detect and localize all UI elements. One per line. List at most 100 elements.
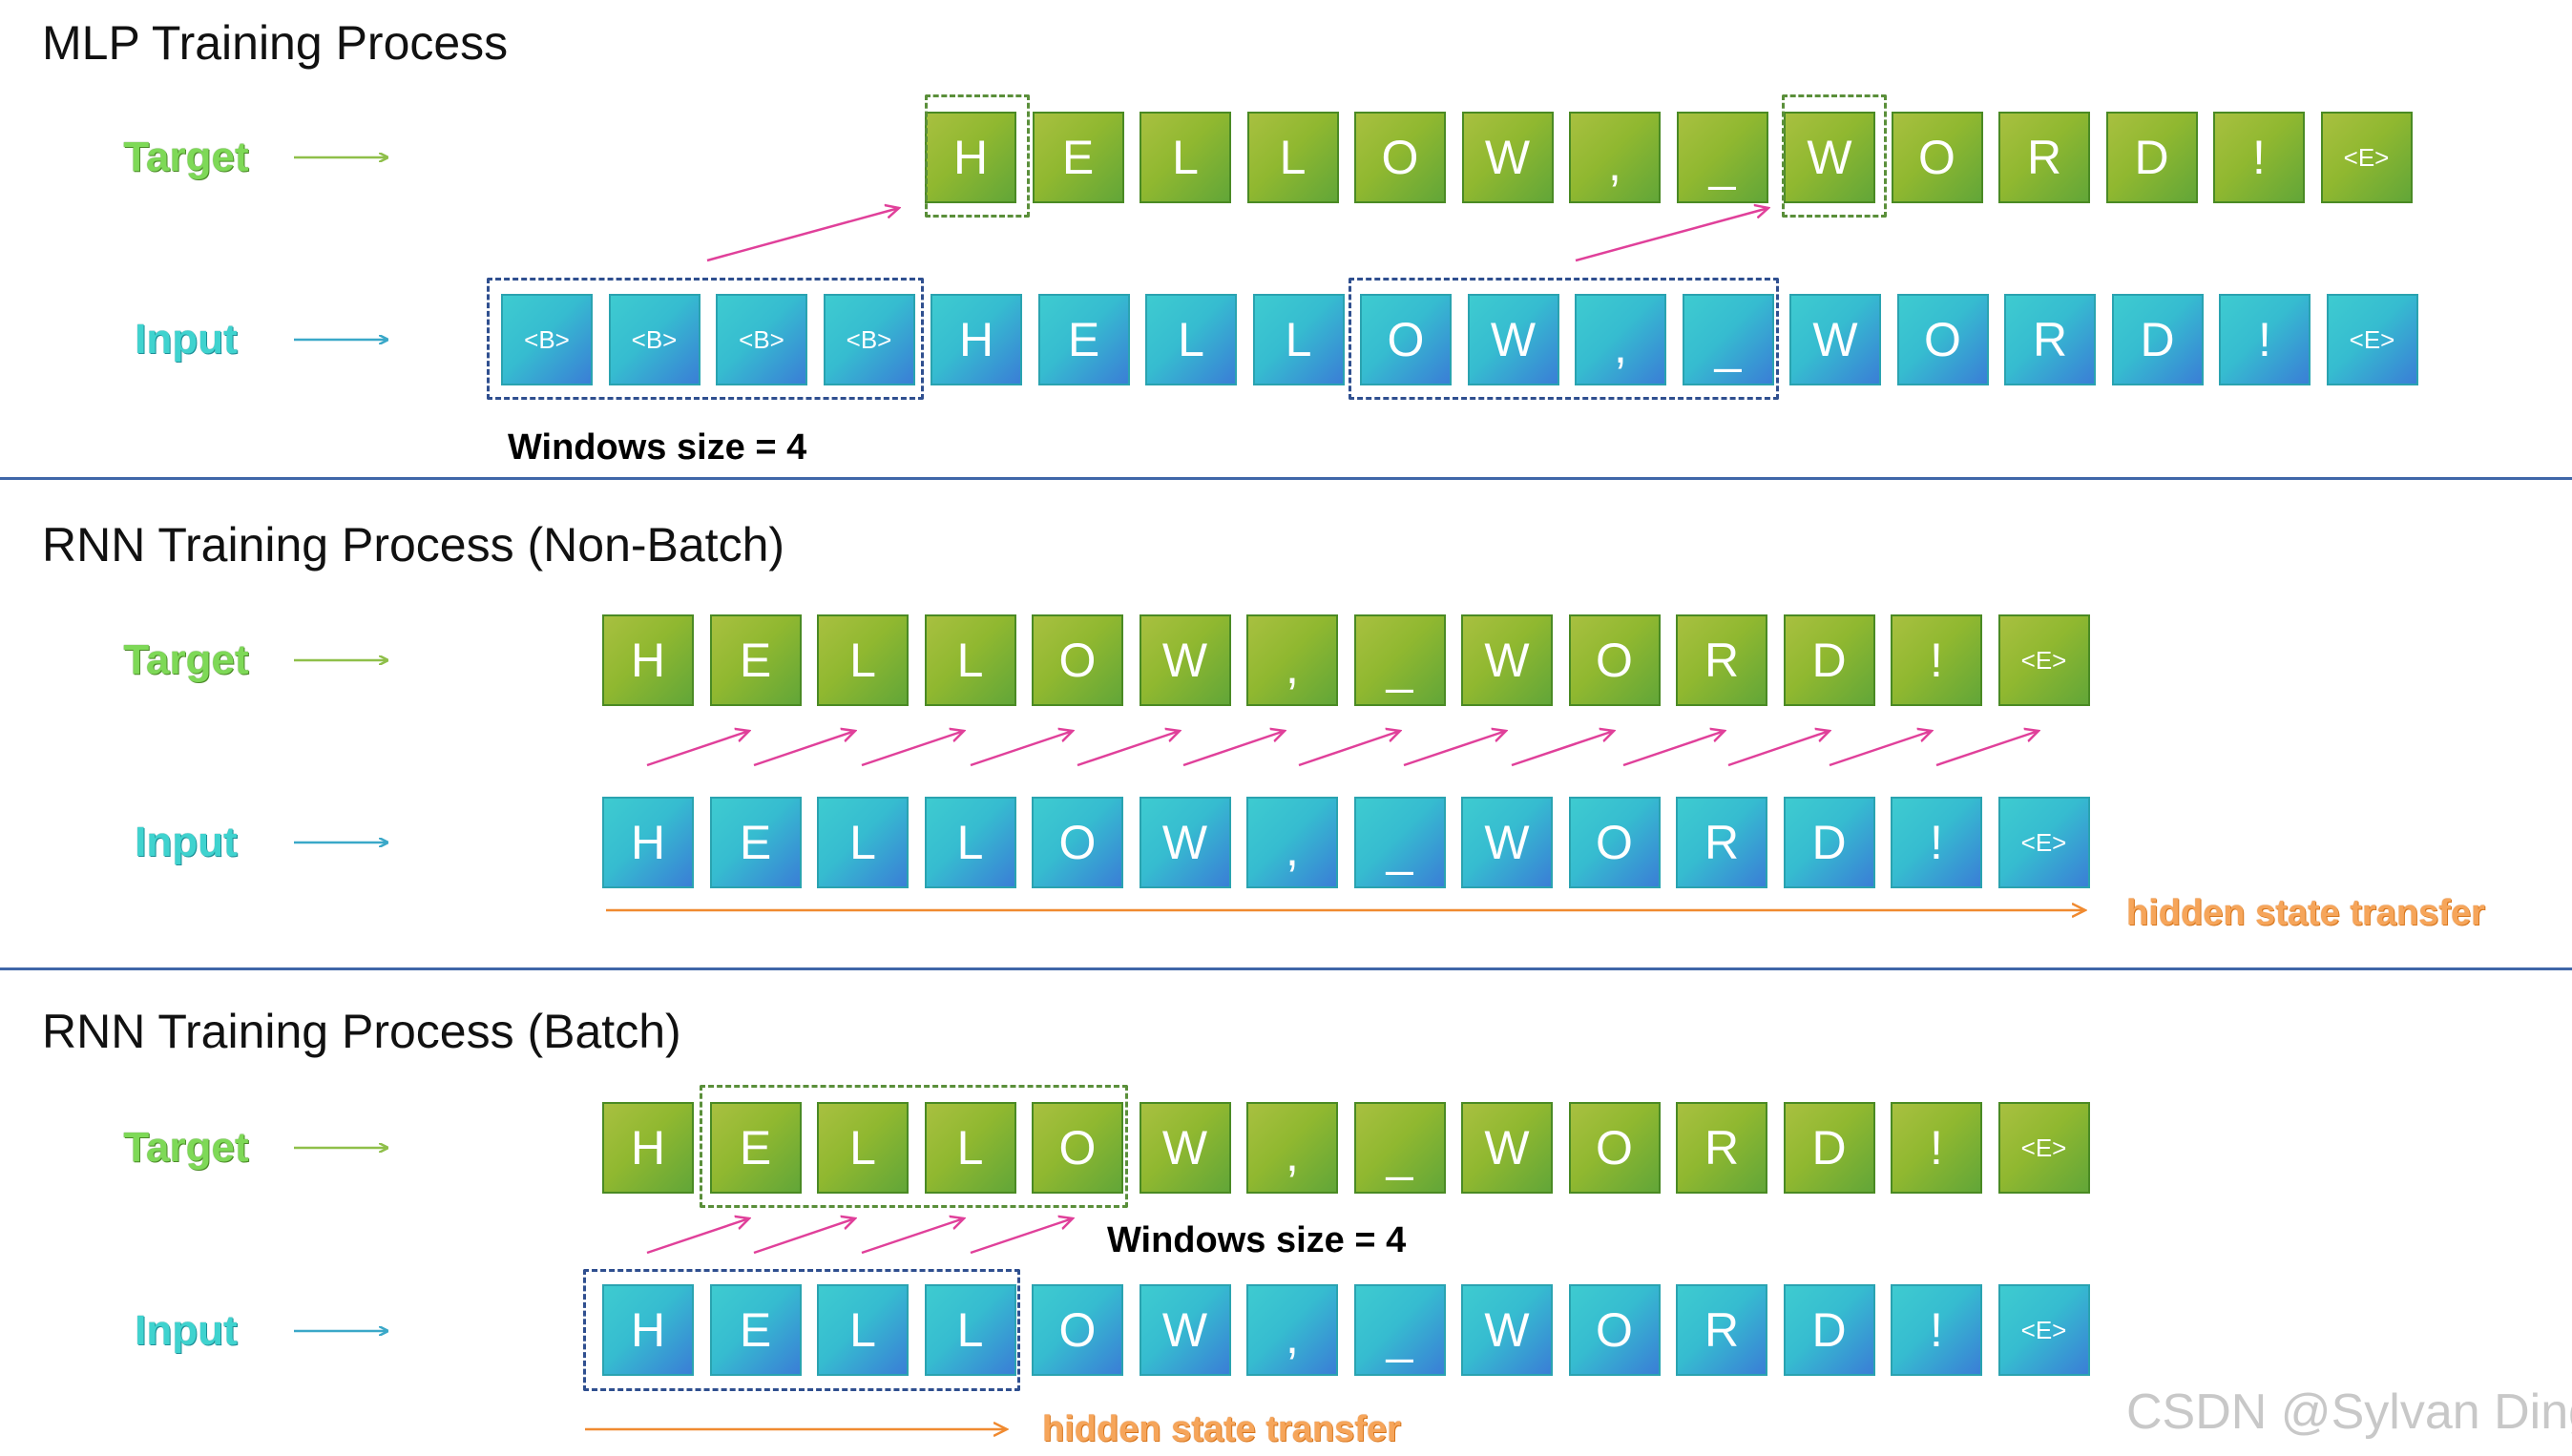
token-box: ,: [1246, 797, 1338, 888]
token-box: !: [2219, 294, 2311, 385]
token-box: R: [1998, 112, 2090, 203]
token-box: <B>: [608, 294, 701, 385]
token-box: L: [924, 1284, 1016, 1376]
token-box: ,: [1246, 1102, 1338, 1194]
token-box: W: [1139, 614, 1231, 706]
token-box: E: [709, 1102, 802, 1194]
rnn-nb-input-label: Input: [135, 819, 238, 865]
token-box: <E>: [1997, 1102, 2090, 1194]
token-box: W: [1461, 614, 1553, 706]
section-title-rnn-non-batch: RNN Training Process (Non-Batch): [42, 518, 785, 572]
token-box: ,: [1569, 112, 1661, 203]
mlp-target-frame-2: [1782, 94, 1887, 218]
rnn-nb-prediction-arrows: [646, 731, 2039, 767]
token-box: !: [1891, 797, 1982, 888]
token-box: !: [1891, 614, 1982, 706]
rnn-b-input-window: [583, 1269, 1020, 1391]
token-box: E: [709, 797, 802, 888]
token-box: E: [709, 1284, 802, 1376]
token-box: E: [1032, 112, 1124, 203]
token-box: !: [1891, 1284, 1982, 1376]
token-box: <E>: [2326, 294, 2418, 385]
token-box: E: [709, 614, 802, 706]
token-box: L: [817, 614, 909, 706]
token-box: L: [924, 1102, 1016, 1194]
token-box: H: [931, 294, 1022, 385]
token-box: O: [1568, 1284, 1661, 1376]
mlp-prediction-arrow-1: [706, 208, 899, 262]
mlp-window-size-label: Windows size = 4: [508, 427, 807, 468]
token-box: <E>: [2320, 112, 2413, 203]
token-box: W: [1461, 1284, 1553, 1376]
token-box: R: [1676, 1284, 1767, 1376]
mlp-input-window-2: [1349, 278, 1779, 400]
token-box: E: [1037, 294, 1130, 385]
mlp-input-window-1: [487, 278, 924, 400]
token-box: D: [2111, 294, 2204, 385]
token-box: !: [1891, 1102, 1982, 1194]
token-box: L: [1252, 294, 1345, 385]
token-box: L: [1145, 294, 1237, 385]
token-box: D: [1783, 797, 1875, 888]
token-box: O: [1032, 1102, 1123, 1194]
token-box: W: [1461, 112, 1554, 203]
token-box: <E>: [1997, 614, 2090, 706]
token-box: L: [924, 797, 1016, 888]
token-box: O: [1032, 797, 1123, 888]
rnn-b-input-label: Input: [135, 1307, 238, 1354]
token-box: W: [1461, 797, 1553, 888]
token-box: H: [602, 797, 694, 888]
token-box: _: [1353, 1284, 1446, 1376]
token-box: L: [817, 797, 909, 888]
token-box: !: [2213, 112, 2305, 203]
token-box: O: [1891, 112, 1983, 203]
token-box: O: [1032, 1284, 1123, 1376]
token-box: _: [1353, 1102, 1446, 1194]
token-box: _: [1353, 614, 1446, 706]
token-box: W: [1789, 294, 1881, 385]
token-box: <E>: [1997, 1284, 2090, 1376]
token-box: H: [602, 614, 694, 706]
token-box: W: [1467, 294, 1559, 385]
token-box: ,: [1575, 294, 1666, 385]
token-box: R: [1676, 614, 1767, 706]
token-box: O: [1896, 294, 1989, 385]
token-box: L: [817, 1284, 909, 1376]
token-box: <E>: [1997, 797, 2090, 888]
token-box: <B>: [501, 294, 593, 385]
token-box: D: [2105, 112, 2198, 203]
token-box: H: [602, 1102, 694, 1194]
token-box: D: [1783, 614, 1875, 706]
token-box: D: [1783, 1102, 1875, 1194]
token-box: H: [602, 1284, 694, 1376]
watermark: CSDN @Sylvan Ding: [2126, 1384, 2572, 1440]
token-box: W: [1139, 1284, 1231, 1376]
rnn-b-target-label: Target: [123, 1124, 249, 1171]
section-divider: [0, 967, 2572, 970]
token-box: L: [817, 1102, 909, 1194]
token-box: R: [1676, 1102, 1767, 1194]
rnn-b-target-window: [700, 1085, 1128, 1208]
rnn-b-window-size-label: Windows size = 4: [1107, 1220, 1407, 1260]
token-box: O: [1032, 614, 1123, 706]
token-box: <B>: [823, 294, 915, 385]
token-box: H: [925, 112, 1016, 203]
token-box: O: [1354, 112, 1446, 203]
token-box: L: [1246, 112, 1339, 203]
section-divider: [0, 477, 2572, 480]
token-box: W: [1461, 1102, 1553, 1194]
token-box: _: [1353, 797, 1446, 888]
mlp-input-label: Input: [135, 316, 238, 363]
token-box: L: [924, 614, 1016, 706]
token-box: O: [1568, 614, 1661, 706]
token-box: ,: [1246, 1284, 1338, 1376]
token-box: W: [1784, 112, 1875, 203]
token-box: O: [1568, 797, 1661, 888]
rnn-nb-target-label: Target: [123, 636, 249, 683]
token-box: _: [1682, 294, 1774, 385]
token-box: W: [1139, 1102, 1231, 1194]
section-title-rnn-batch: RNN Training Process (Batch): [42, 1005, 681, 1058]
token-box: L: [1140, 112, 1231, 203]
rnn-nb-hidden-state-label: hidden state transfer: [2126, 893, 2485, 933]
